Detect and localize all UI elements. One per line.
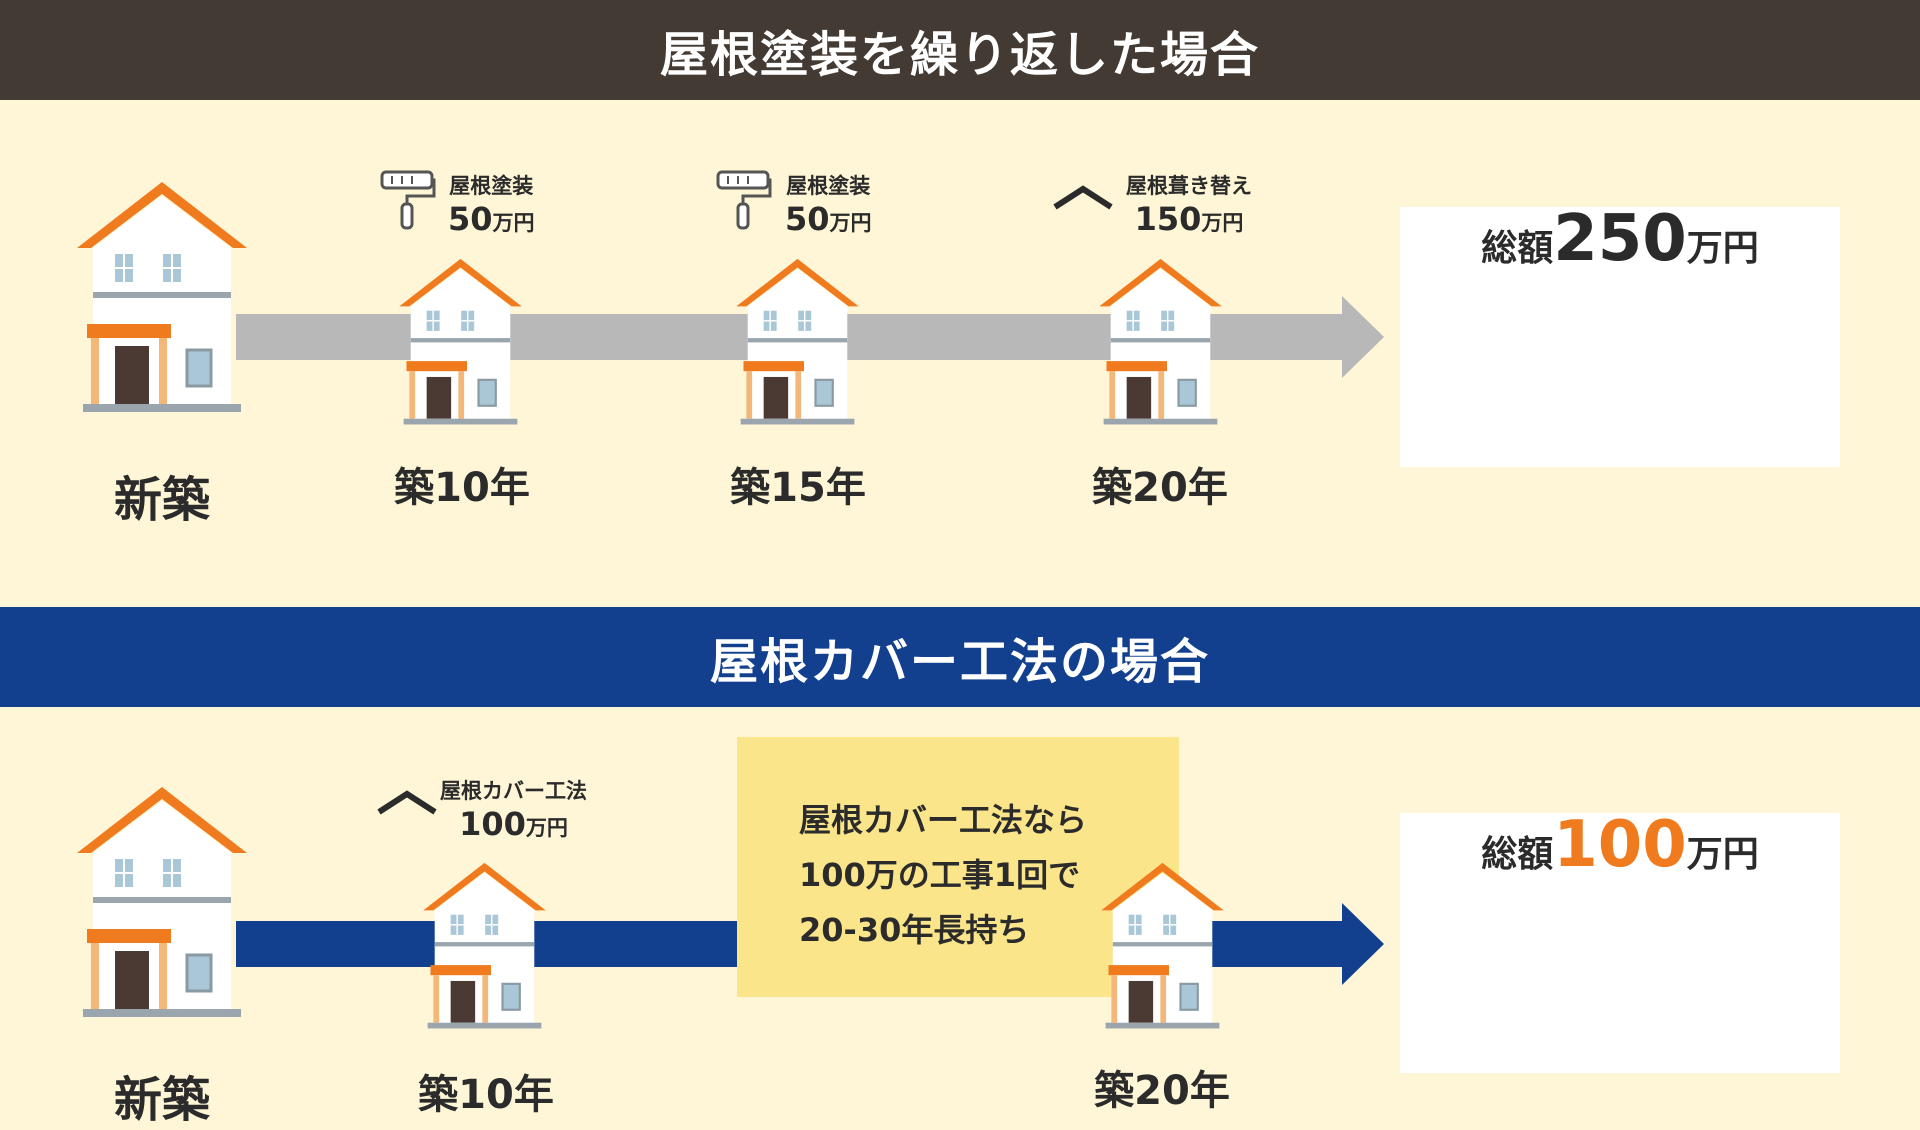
- note-line: 屋根カバー工法なら: [799, 801, 1088, 839]
- note-line: 20-30年長持ち: [799, 911, 1030, 949]
- callout-note: 屋根カバー工法なら 100万の工事1回で 20-30年長持ち: [737, 737, 1179, 997]
- cost-label: 屋根葺き替え 150万円: [1126, 170, 1252, 238]
- cost-amount: 100: [459, 805, 526, 843]
- cost-amount: 50: [448, 200, 493, 238]
- house-label: 新築: [113, 1072, 210, 1128]
- cost-label-text: 屋根塗装: [786, 174, 871, 198]
- timeline-arrowhead-blue: [1342, 903, 1384, 985]
- cost-label-text: 屋根塗装: [449, 174, 534, 198]
- section2-title: 屋根カバー工法の場合: [0, 607, 1920, 707]
- cost-unit: 万円: [492, 211, 535, 235]
- section1-title: 屋根塗装を繰り返した場合: [0, 0, 1920, 100]
- total-unit: 万円: [1686, 834, 1759, 875]
- cost-amount: 150: [1134, 200, 1202, 238]
- roof-icon: [1052, 183, 1114, 211]
- house-icon: [77, 783, 247, 1033]
- house-icon: [398, 256, 523, 436]
- cost-label: 屋根塗装 50万円: [448, 170, 535, 238]
- cost-label: 屋根塗装 50万円: [785, 170, 872, 238]
- house-label: 新築: [113, 472, 210, 528]
- cost-label-text: 屋根葺き替え: [1126, 174, 1252, 198]
- house-icon: [1098, 256, 1223, 436]
- total-amount: 250: [1553, 202, 1687, 276]
- cost-unit: 万円: [525, 816, 568, 840]
- total-prefix: 総額: [1481, 834, 1554, 875]
- total-prefix: 総額: [1481, 228, 1554, 269]
- paint-roller-icon: [378, 168, 436, 233]
- house-label: 築10年: [418, 1072, 554, 1118]
- house-icon: [735, 256, 860, 436]
- house-label: 築20年: [1094, 1068, 1230, 1114]
- cost-unit: 万円: [829, 211, 872, 235]
- timeline-arrowhead-gray: [1342, 296, 1384, 378]
- total-amount: 100: [1553, 808, 1687, 882]
- house-icon: [77, 178, 247, 428]
- cost-label-text: 屋根カバー工法: [440, 779, 587, 803]
- cost-unit: 万円: [1201, 211, 1244, 235]
- house-label: 築15年: [730, 465, 866, 511]
- roof-icon: [376, 788, 438, 816]
- house-label: 築20年: [1092, 465, 1228, 511]
- paint-roller-icon: [714, 168, 772, 233]
- house-icon: [422, 860, 547, 1040]
- note-line: 100万の工事1回で: [799, 856, 1081, 894]
- house-icon: [1100, 860, 1225, 1040]
- cost-amount: 50: [785, 200, 830, 238]
- total-unit: 万円: [1686, 228, 1759, 269]
- house-label: 築10年: [394, 465, 530, 511]
- cost-label: 屋根カバー工法 100万円: [440, 775, 587, 843]
